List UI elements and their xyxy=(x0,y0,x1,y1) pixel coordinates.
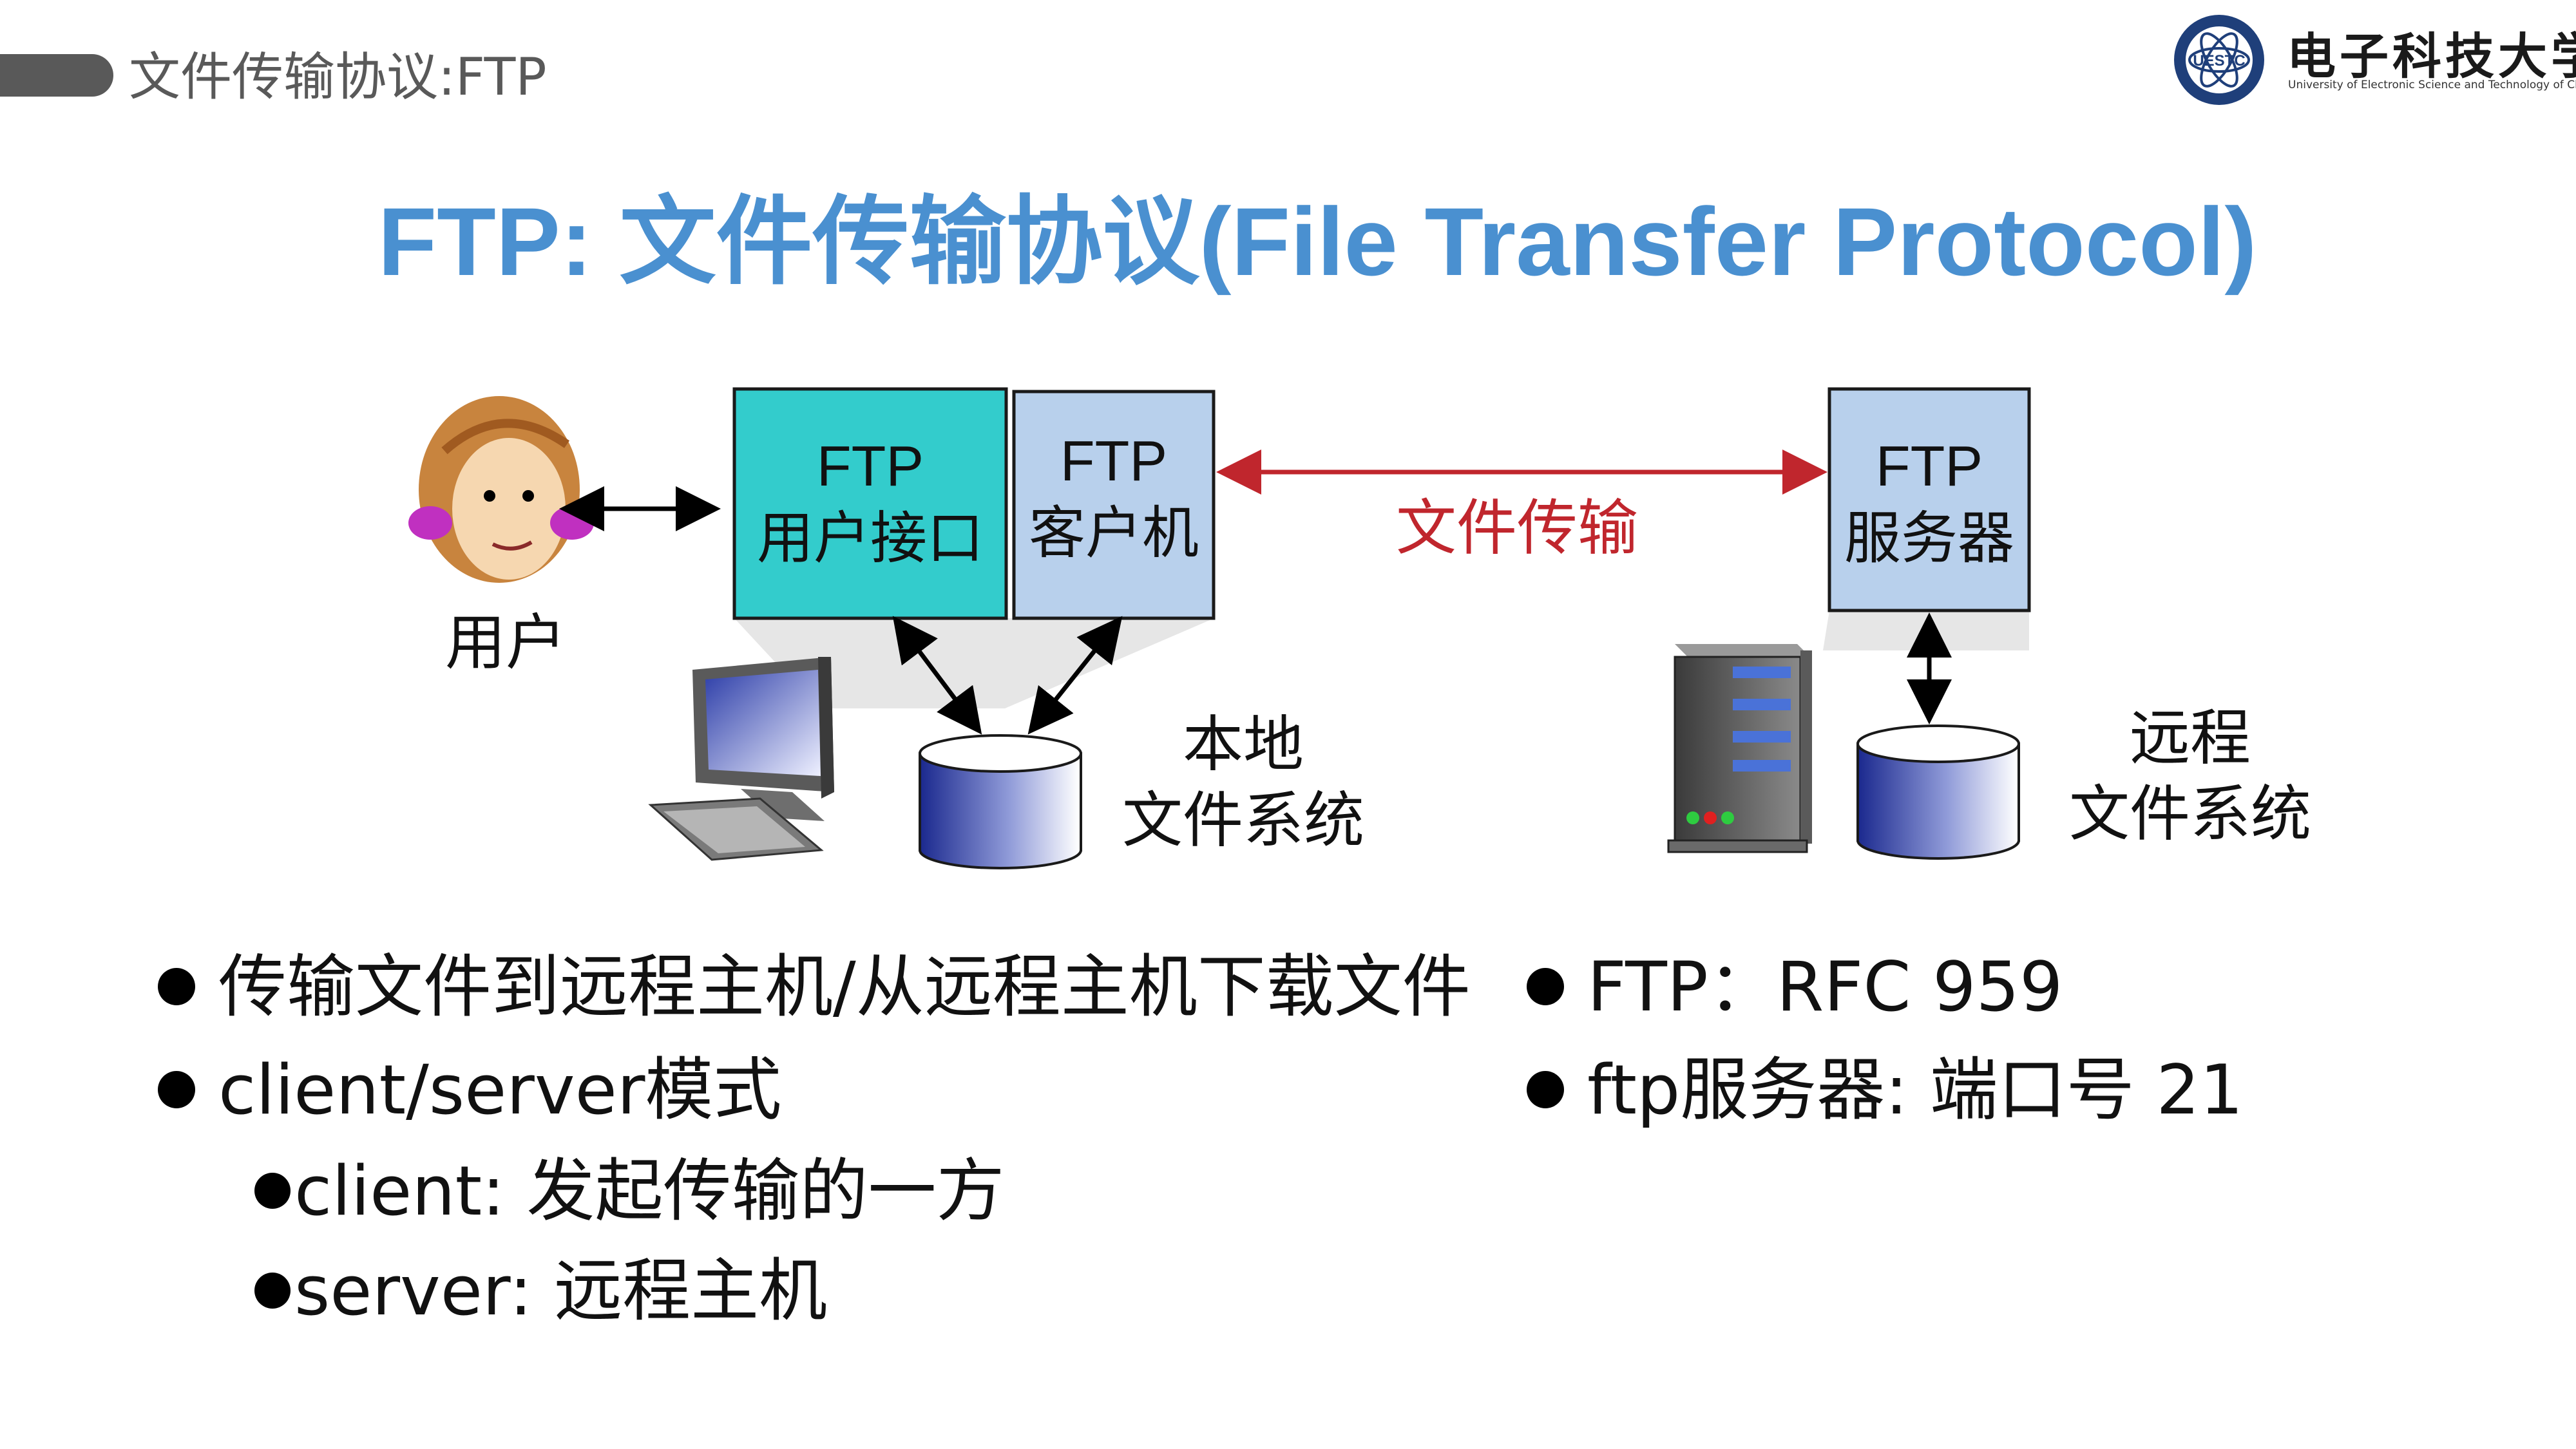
interface-to-local-fs-arrow xyxy=(892,616,982,735)
bullet-dot-icon xyxy=(1527,968,1564,1006)
ftp-user-interface-box xyxy=(732,387,1008,620)
ftp-user-interface-label: FTP 用户接口 xyxy=(734,430,1006,574)
university-name: 电子科技大学 xyxy=(2287,28,2576,85)
bullet-left-3: client: 发起传输的一方 xyxy=(254,1150,1005,1233)
local-fs-label: 本地 文件系统 xyxy=(1108,707,1379,859)
local-disk-icon xyxy=(919,734,1082,869)
section-title: 文件传输协议:FTP xyxy=(129,47,547,107)
ftp-user-interface-line2: 用户接口 xyxy=(756,506,984,570)
computer-icon xyxy=(648,657,834,861)
local-fs-line1: 本地 xyxy=(1182,710,1304,780)
header-bar xyxy=(0,54,113,97)
ftp-user-interface-line1: FTP xyxy=(816,434,924,498)
remote-fs-label: 远程 文件系统 xyxy=(2055,701,2325,853)
bullet-left-2: client/server模式 xyxy=(158,1048,781,1132)
bullet-dot-icon xyxy=(254,1273,291,1309)
user-label: 用户 xyxy=(444,608,566,678)
bullet-left-2-text: client/server模式 xyxy=(218,1050,782,1130)
university-logo: UESTC 电子科技大学 University of Electronic Sc… xyxy=(2171,12,2576,108)
bullet-right-2: ftp服务器: 端口号 21 xyxy=(1527,1048,2243,1132)
file-transfer-label: 文件传输 xyxy=(1395,493,1638,564)
ftp-client-box xyxy=(1012,390,1216,620)
slide-title: FTP: 文件传输协议(File Transfer Protocol) xyxy=(377,187,2257,296)
remote-disk-icon xyxy=(1856,724,2020,860)
user-person-icon xyxy=(408,396,594,583)
remote-fs-line2: 文件系统 xyxy=(2068,779,2311,849)
local-fs-line2: 文件系统 xyxy=(1121,786,1364,856)
uestc-emblem-icon: UESTC xyxy=(2174,15,2264,105)
bullet-left-3-text: client: 发起传输的一方 xyxy=(294,1151,1005,1231)
ftp-server-label: FTP 服务器 xyxy=(1829,430,2029,574)
bullet-dot-icon xyxy=(254,1173,291,1209)
bullet-left-4: server: 远程主机 xyxy=(254,1249,827,1333)
bullet-right-2-text: ftp服务器: 端口号 21 xyxy=(1587,1050,2244,1130)
ftp-server-box xyxy=(1827,387,2031,612)
emblem-text: UESTC xyxy=(2193,52,2245,70)
bullet-left-1: 传输文件到远程主机/从远程主机下载文件 xyxy=(158,945,1471,1029)
bullet-dot-icon xyxy=(158,968,195,1006)
bullet-right-1-text: FTP：RFC 959 xyxy=(1587,947,2063,1027)
ftp-client-line1: FTP xyxy=(1060,429,1168,493)
bullet-left-1-text: 传输文件到远程主机/从远程主机下载文件 xyxy=(218,947,1471,1027)
bullet-dot-icon xyxy=(158,1071,195,1109)
ftp-server-line1: FTP xyxy=(1875,434,1983,498)
university-subtitle: University of Electronic Science and Tec… xyxy=(2288,79,2576,91)
bullet-left-4-text: server: 远程主机 xyxy=(294,1251,828,1331)
remote-fs-line1: 远程 xyxy=(2129,703,2251,773)
ftp-server-line2: 服务器 xyxy=(1844,506,2014,570)
ftp-client-label: FTP 客户机 xyxy=(1014,425,1214,569)
bullet-dot-icon xyxy=(1527,1071,1564,1109)
client-to-local-fs-arrow xyxy=(1027,616,1123,735)
bullet-right-1: FTP：RFC 959 xyxy=(1527,945,2063,1029)
ftp-client-line2: 客户机 xyxy=(1028,501,1199,565)
server-shadow xyxy=(1823,611,2029,650)
server-tower-icon xyxy=(1667,644,1812,853)
